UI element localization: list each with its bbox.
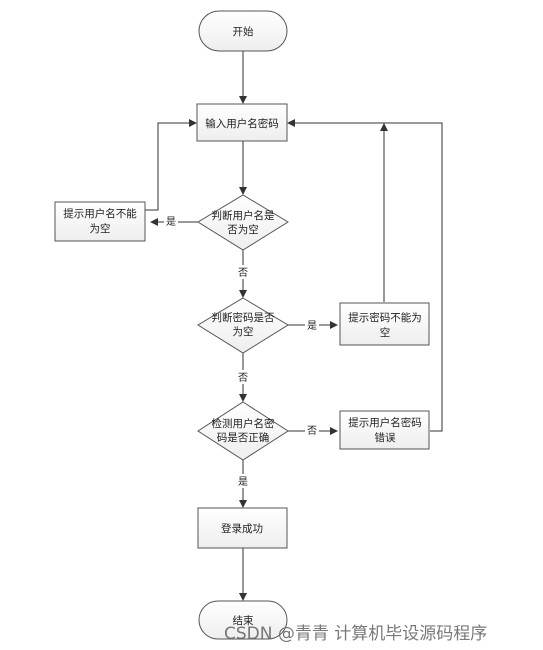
success-label: 登录成功 [221,522,263,535]
check-pwd-label-line1: 判断密码是否 [212,311,275,324]
success-process [197,507,288,549]
label-user-no: 否 [238,267,248,279]
input-process [196,103,288,142]
watermark: CSDN @青青 计算机毕设源码程序 [224,624,488,644]
check-user-decision [197,194,289,251]
tip-user-process [54,201,146,242]
label-verify-no: 否 [307,425,317,437]
start-label: 开始 [233,25,254,38]
tip-pwd-label-line1: 提示密码不能为 [348,311,422,324]
tip-user-label-line1: 提示用户名不能 [63,207,137,220]
edge-tip-user-to-input [143,119,197,211]
node-labels: 开始 输入用户名密码 判断用户名是 否为空 提示用户名不能 为空 判断密码是否 … [63,25,422,627]
check-pwd-label-line2: 为空 [233,325,254,338]
check-pwd-decision [197,297,289,354]
tip-user-label-line2: 为空 [90,222,111,235]
tip-pwd-process [339,302,430,346]
end-label: 结束 [233,614,254,627]
start-terminator [198,10,288,52]
verify-decision [197,401,289,461]
label-user-yes: 是 [166,216,176,228]
check-user-label-line1: 判断用户名是 [212,209,275,222]
verify-label-line2: 码是否正确 [217,431,270,444]
label-pwd-no: 否 [238,372,248,384]
edge-tip-wrong-to-input [287,119,443,432]
edge-labels: 是 否 是 否 否 是 [164,214,319,488]
tip-wrong-process [339,410,430,450]
tip-pwd-label-line2: 空 [380,326,391,339]
nodes [54,10,430,640]
check-user-label-line2: 否为空 [227,223,259,236]
tip-wrong-label-line2: 错误 [375,431,396,444]
end-terminator [198,600,288,640]
tip-wrong-label-line1: 提示用户名密码 [348,416,422,429]
input-label: 输入用户名密码 [205,117,279,130]
label-pwd-yes: 是 [307,320,317,332]
verify-label-line1: 检测用户名密 [212,417,275,430]
label-verify-yes: 是 [238,476,248,488]
